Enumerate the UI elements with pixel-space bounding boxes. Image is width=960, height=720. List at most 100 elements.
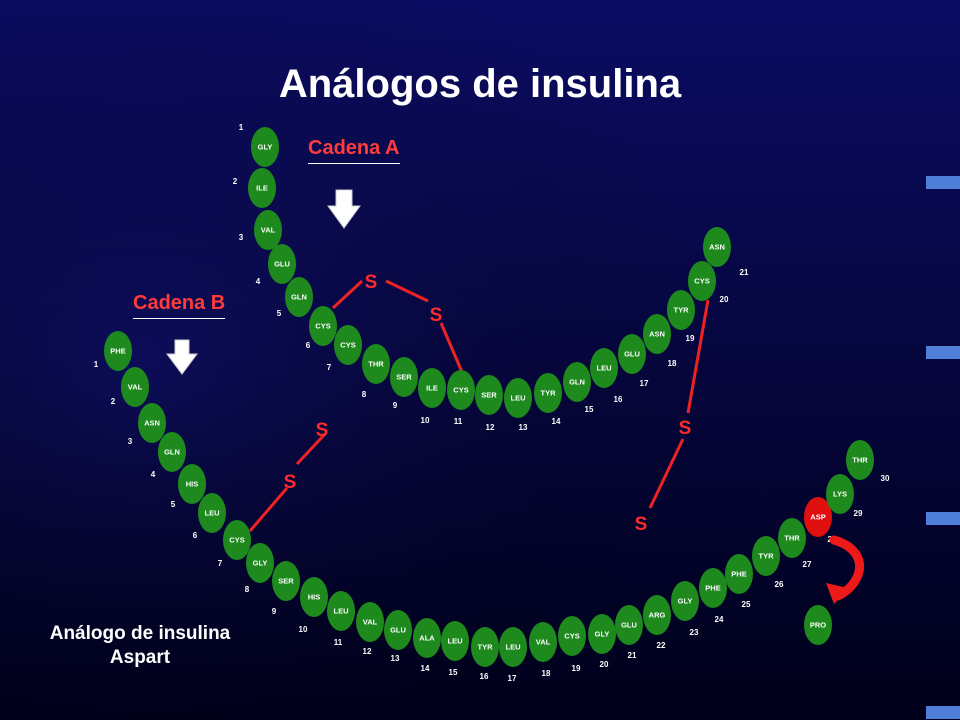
chain-b-residue-label-11: LEU [334, 607, 349, 616]
chain-b-residue-number-18: 18 [542, 669, 551, 678]
curved-arrow-icon [829, 535, 864, 601]
chain-b-residue-number-15: 15 [449, 668, 458, 677]
chain-a-residue-label-5: GLN [291, 293, 307, 302]
chain-a-residue-number-13: 13 [519, 423, 528, 432]
chain-b-residue-number-16: 16 [480, 672, 489, 681]
chain-b-residue-number-7: 7 [218, 559, 223, 568]
chain-a-residue-number-2: 2 [233, 177, 238, 186]
chain-b-residue-number-17: 17 [508, 674, 517, 683]
chain-b-residue-number-29: 29 [854, 509, 863, 518]
chain-a-residue-16 [590, 348, 618, 388]
chain-a-underline [308, 163, 400, 164]
chain-b-residue-25 [725, 554, 753, 594]
chain-a-residue-label-13: LEU [511, 394, 526, 403]
substituted-residue-label: PRO [810, 621, 826, 630]
chain-b-residue-20 [588, 614, 616, 654]
chain-a-residue-label-16: LEU [597, 364, 612, 373]
caption-line-1: Análogo de insulina [49, 623, 231, 644]
chain-a-residue-label-17: GLU [624, 350, 640, 359]
chain-a-residue-label-9: SER [396, 373, 412, 382]
disulfide-bond-2 [385, 279, 429, 303]
chain-b-residue-label-3: ASN [144, 419, 160, 428]
chain-a-residue-1 [251, 127, 279, 167]
chain-a-residue-number-9: 9 [393, 401, 398, 410]
chain-b-residue-label-1: PHE [110, 347, 125, 356]
chain-b-residue-label-23: GLY [678, 597, 693, 606]
chain-a-residue-number-15: 15 [585, 405, 594, 414]
chain-a-residue-5 [285, 277, 313, 317]
chain-a-residue-number-3: 3 [239, 233, 244, 242]
chain-b-residue-label-19: CYS [564, 632, 579, 641]
chain-a-residue-number-17: 17 [640, 379, 649, 388]
chain-a-residue-label-10: ILE [426, 384, 438, 393]
disulfide-bond-1 [331, 279, 364, 310]
chain-b-residue-12 [356, 602, 384, 642]
chain-b-residue-label-25: PHE [731, 570, 746, 579]
chain-a-residue-number-8: 8 [362, 390, 367, 399]
chain-a-residue-15 [563, 362, 591, 402]
chain-b-residue-13 [384, 610, 412, 650]
chain-b-residue-10 [300, 577, 328, 617]
chain-a-residue-18 [643, 314, 671, 354]
chain-b-residue-label-21: GLU [621, 621, 637, 630]
chain-a-residue-number-1: 1 [239, 123, 244, 132]
chain-a-residue-4 [268, 244, 296, 284]
chain-b-residue-label-17: LEU [506, 643, 521, 652]
chain-b-residue-label-8: GLY [253, 559, 268, 568]
chain-a-residue-3 [254, 210, 282, 250]
chain-a-residue-13 [504, 378, 532, 418]
chain-b-residue-label-26: TYR [759, 552, 775, 561]
chain-b-residue-30 [846, 440, 874, 480]
chain-b-residue-label-27: THR [784, 534, 800, 543]
chain-b-residue-label-9: SER [278, 577, 294, 586]
chain-b-residue-21 [615, 605, 643, 645]
chain-b-residue-label-5: HIS [186, 480, 199, 489]
sulfur-label-4: S [284, 472, 297, 493]
chain-a-residue-number-20: 20 [720, 295, 729, 304]
chain-a-residue-6 [309, 306, 337, 346]
chain-b-residue-number-8: 8 [245, 585, 250, 594]
chain-b-residue-number-19: 19 [572, 664, 581, 673]
chain-b-residue-23 [671, 581, 699, 621]
chain-b-residue-number-11: 11 [334, 638, 343, 647]
disulfide-bond-3 [439, 322, 464, 373]
disulfide-bond-6 [648, 438, 685, 509]
chain-b-residue-label-13: GLU [390, 626, 406, 635]
chain-a-residue-label-11: CYS [453, 386, 468, 395]
chain-a-residue-label-2: ILE [256, 184, 268, 193]
chain-b-residue-number-1: 1 [94, 360, 99, 369]
chain-b-residue-1 [104, 331, 132, 371]
chain-a-residue-number-4: 4 [256, 277, 261, 286]
chain-b-residue-number-2: 2 [111, 397, 116, 406]
chain-b-residue-7 [223, 520, 251, 560]
chain-b-residue-4 [158, 432, 186, 472]
chain-a-residue-label-3: VAL [261, 226, 276, 235]
down-arrow-icon [166, 339, 198, 375]
substituted-residue [804, 605, 832, 645]
sulfur-label-6: S [635, 514, 648, 535]
chain-b-residue-number-13: 13 [391, 654, 400, 663]
chain-b-residue-24 [699, 568, 727, 608]
curved-arrow-head-icon [826, 583, 848, 604]
chain-b-residue-3 [138, 403, 166, 443]
annotations: PRO [166, 189, 864, 645]
chain-a-residue-number-6: 6 [306, 341, 311, 350]
chain-a-residue-9 [390, 357, 418, 397]
chain-b-residue-label-24: PHE [705, 584, 720, 593]
chain-b-residue-label-7: CYS [229, 536, 244, 545]
chain-a-residue-number-19: 19 [686, 334, 695, 343]
chain-b-underline [133, 318, 226, 319]
decorative-dash [926, 512, 960, 525]
chain-a-residue-label-20: CYS [694, 277, 709, 286]
sulfur-label-2: S [430, 305, 443, 326]
chain-a-residue-label-12: SER [481, 391, 497, 400]
chain-a-residue-number-5: 5 [277, 309, 282, 318]
chain-b-residue-number-27: 27 [803, 560, 812, 569]
chain-a-residue-number-14: 14 [552, 417, 561, 426]
chain-b-residue-label-4: GLN [164, 448, 180, 457]
chain-b-residue-number-23: 23 [690, 628, 699, 637]
chain-a-residue-2 [248, 168, 276, 208]
chain-b-residue-label-6: LEU [205, 509, 220, 518]
